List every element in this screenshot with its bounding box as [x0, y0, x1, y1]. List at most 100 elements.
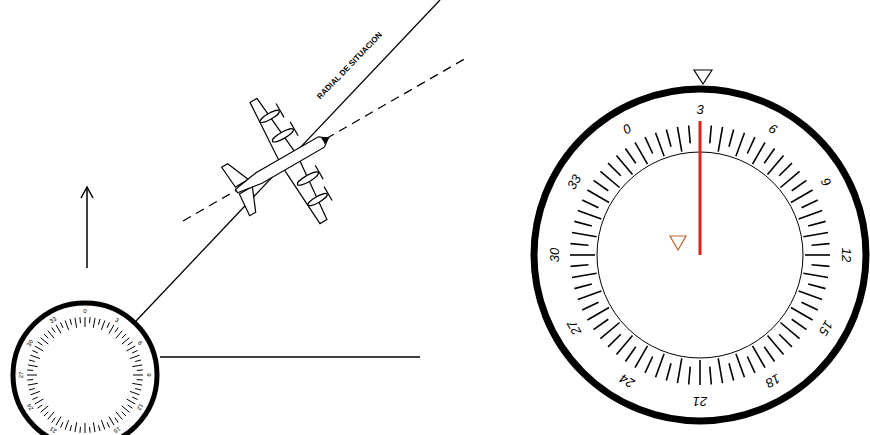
- tick-mark: [753, 142, 766, 164]
- tick-mark: [764, 347, 774, 362]
- tick-mark: [52, 327, 55, 332]
- tick-mark: [65, 320, 68, 329]
- tick-mark: [799, 291, 822, 300]
- tick-mark: [574, 221, 591, 226]
- tick-mark: [101, 420, 104, 429]
- small-compass-number: 0: [83, 308, 86, 314]
- tick-mark: [127, 346, 136, 351]
- tick-mark: [130, 355, 139, 358]
- tick-mark: [127, 399, 136, 404]
- north-arrow: [86, 188, 88, 268]
- tick-mark: [30, 355, 39, 358]
- tick-mark: [29, 360, 35, 362]
- tick-mark: [779, 334, 792, 347]
- tick-mark: [44, 412, 48, 416]
- tick-mark: [767, 155, 783, 174]
- tick-mark: [27, 369, 33, 371]
- tick-mark: [645, 357, 653, 373]
- tick-mark: [587, 308, 609, 321]
- small-compass-number: 9: [146, 373, 152, 376]
- tick-mark: [32, 350, 37, 353]
- tick-mark: [35, 346, 44, 351]
- tick-mark: [27, 375, 37, 376]
- north-arrow-head: [81, 187, 93, 198]
- tick-mark: [41, 406, 49, 412]
- tick-mark: [48, 331, 54, 339]
- tick-mark: [70, 425, 72, 431]
- tick-mark: [135, 388, 141, 390]
- tick-mark: [27, 379, 33, 381]
- tick-mark: [747, 137, 755, 153]
- tick-mark: [109, 325, 114, 334]
- compass-number: 3: [696, 103, 703, 116]
- tick-mark: [35, 399, 44, 404]
- tick-mark: [107, 322, 110, 327]
- tick-mark: [616, 335, 632, 354]
- tick-mark: [808, 221, 825, 226]
- tick-mark: [587, 190, 609, 203]
- tick-mark: [570, 244, 588, 246]
- tick-mark: [122, 338, 130, 344]
- tick-mark: [89, 427, 91, 433]
- tick-mark: [60, 322, 63, 327]
- tick-mark: [570, 254, 595, 256]
- tick-mark: [572, 232, 597, 236]
- tick-mark: [37, 405, 42, 408]
- tick-mark: [132, 365, 142, 367]
- tick-mark: [116, 331, 122, 339]
- tick-mark: [85, 317, 86, 327]
- tick-mark: [578, 211, 601, 220]
- tick-mark: [79, 427, 81, 433]
- tick-mark: [109, 417, 114, 426]
- tick-mark: [122, 412, 126, 416]
- tick-mark: [98, 425, 100, 431]
- tick-mark: [101, 320, 104, 329]
- tick-mark: [600, 171, 619, 187]
- tick-mark: [70, 319, 72, 325]
- airplane: [201, 77, 364, 252]
- tick-mark: [802, 302, 818, 310]
- tick-mark: [656, 354, 665, 377]
- tick-mark: [115, 327, 118, 332]
- tick-mark: [803, 273, 828, 277]
- tick-mark: [93, 422, 95, 432]
- tick-mark: [135, 360, 141, 362]
- tick-mark: [791, 308, 813, 321]
- tick-mark: [578, 291, 601, 300]
- tick-mark: [764, 149, 774, 164]
- tick-mark: [574, 284, 591, 289]
- tick-mark: [635, 346, 648, 368]
- tick-mark: [812, 244, 830, 246]
- small-compass-number: 27: [18, 372, 24, 379]
- tick-mark: [133, 375, 143, 376]
- tick-mark: [48, 412, 54, 420]
- tick-mark: [116, 412, 122, 420]
- tick-mark: [93, 318, 95, 328]
- tick-mark: [32, 397, 37, 400]
- tick-mark: [115, 418, 118, 423]
- tick-mark: [805, 254, 830, 256]
- tick-mark: [137, 379, 143, 381]
- tick-mark: [792, 319, 807, 329]
- tick-mark: [600, 322, 619, 338]
- tick-mark: [677, 358, 681, 383]
- compass-number: 12: [840, 248, 853, 262]
- tick-mark: [37, 342, 42, 345]
- tick-mark: [699, 360, 701, 385]
- tick-mark: [28, 365, 38, 367]
- radial-line: [136, 0, 440, 321]
- small-compass-rose: [13, 303, 157, 435]
- tick-mark: [729, 129, 734, 146]
- tick-mark: [56, 417, 61, 426]
- tick-mark: [30, 391, 39, 394]
- tick-mark: [89, 317, 91, 323]
- tick-mark: [666, 363, 671, 380]
- tick-mark: [666, 129, 671, 146]
- tick-mark: [791, 190, 813, 203]
- tick-mark: [677, 127, 681, 152]
- tick-mark: [767, 335, 783, 354]
- tick-mark: [780, 322, 799, 338]
- tick-mark: [79, 317, 81, 323]
